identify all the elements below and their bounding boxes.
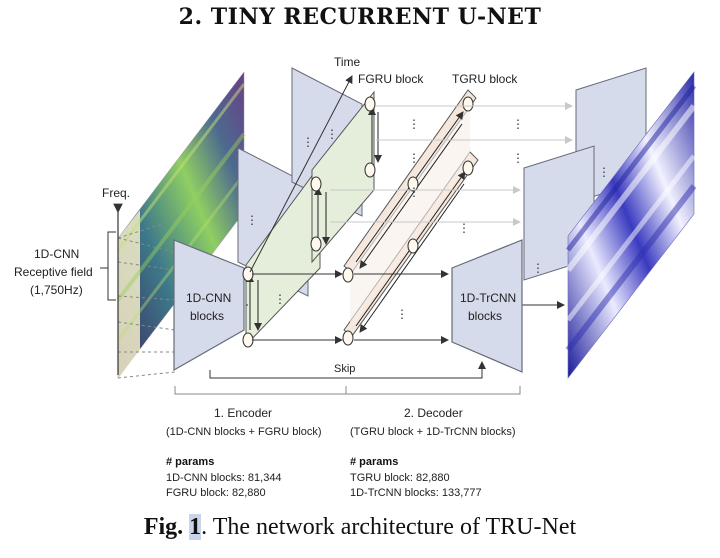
trcnn-blocks xyxy=(451,239,523,373)
params-left-header: # params xyxy=(166,456,214,468)
fgru-label: FGRU block xyxy=(358,72,424,86)
cnn-label-2: blocks xyxy=(190,309,224,323)
decoder-title: 2. Decoder xyxy=(404,406,463,420)
cnn-label-1: 1D-CNN xyxy=(186,291,231,305)
svg-text:⋮: ⋮ xyxy=(408,185,420,199)
time-axis xyxy=(249,75,353,273)
ellipsis-fgru-1: ⋮ xyxy=(274,292,286,306)
time-label: Time xyxy=(334,55,361,69)
cnn-blocks xyxy=(173,239,245,372)
flow-arrows xyxy=(246,270,565,344)
figure-caption: Fig. 1. The network architecture of TRU-… xyxy=(0,514,720,541)
section-bracket xyxy=(174,386,521,395)
ellipsis-fgru-2: ⋮ xyxy=(326,127,338,141)
freq-label: Freq. xyxy=(102,186,130,200)
params-left-fgru: FGRU block: 82,880 xyxy=(166,487,266,499)
ellipsis-grid: ⋮ ⋮ ⋮ ⋮ ⋮ ⋮ xyxy=(408,117,524,235)
params-right-tgru: TGRU block: 82,880 xyxy=(350,472,450,484)
trcnn-label-1: 1D-TrCNN xyxy=(460,291,516,305)
caption-text: . The network architecture of TRU-Net xyxy=(201,514,577,540)
receptive-field-line2: Receptive field xyxy=(14,265,93,279)
receptive-field-line3: (1,750Hz) xyxy=(30,283,83,297)
receptive-field-lines xyxy=(117,219,176,379)
decoder-subtitle: (TGRU block + 1D-TrCNN blocks) xyxy=(350,426,516,438)
svg-text:⋮: ⋮ xyxy=(512,117,524,131)
ellipsis-enc-mid: ⋮ xyxy=(246,213,258,227)
params-right-trcnn: 1D-TrCNN blocks: 133,777 xyxy=(350,487,482,499)
caption-number: 1 xyxy=(189,514,202,540)
svg-text:⋮: ⋮ xyxy=(512,151,524,165)
caption-prefix: Fig. xyxy=(143,514,190,540)
params-left-cnn: 1D-CNN blocks: 81,344 xyxy=(166,472,282,484)
svg-text:⋮: ⋮ xyxy=(408,151,420,165)
section-title: 2. TINY RECURRENT U-NET xyxy=(178,4,542,30)
skip-label: Skip xyxy=(334,363,355,375)
tgru-block: ⋮ xyxy=(342,89,479,346)
receptive-field-bracket xyxy=(100,231,116,301)
ellipsis-tgru-1: ⋮ xyxy=(396,307,408,321)
encoder-title: 1. Encoder xyxy=(214,406,272,420)
receptive-field-line1: 1D-CNN xyxy=(34,247,79,261)
architecture-diagram: Freq. 1D-CNN Receptive field (1,750Hz) ⋮… xyxy=(14,55,697,499)
svg-text:⋮: ⋮ xyxy=(408,117,420,131)
encoder-subtitle: (1D-CNN blocks + FGRU block) xyxy=(166,426,322,438)
time-step-arrows xyxy=(330,102,573,226)
tgru-label: TGRU block xyxy=(452,72,518,86)
ellipsis-dec-back: ⋮ xyxy=(598,165,610,179)
trcnn-label-2: blocks xyxy=(468,309,502,323)
params-right-header: # params xyxy=(350,456,398,468)
fgru-block: ⋮ ⋮ xyxy=(242,90,382,348)
input-spectrogram xyxy=(116,71,246,379)
ellipsis-enc-back: ⋮ xyxy=(302,135,314,149)
ellipsis-dec-mid: ⋮ xyxy=(532,261,544,275)
svg-text:⋮: ⋮ xyxy=(458,221,470,235)
output-spectrogram xyxy=(565,71,697,379)
skip-connection: Skip xyxy=(209,361,486,379)
